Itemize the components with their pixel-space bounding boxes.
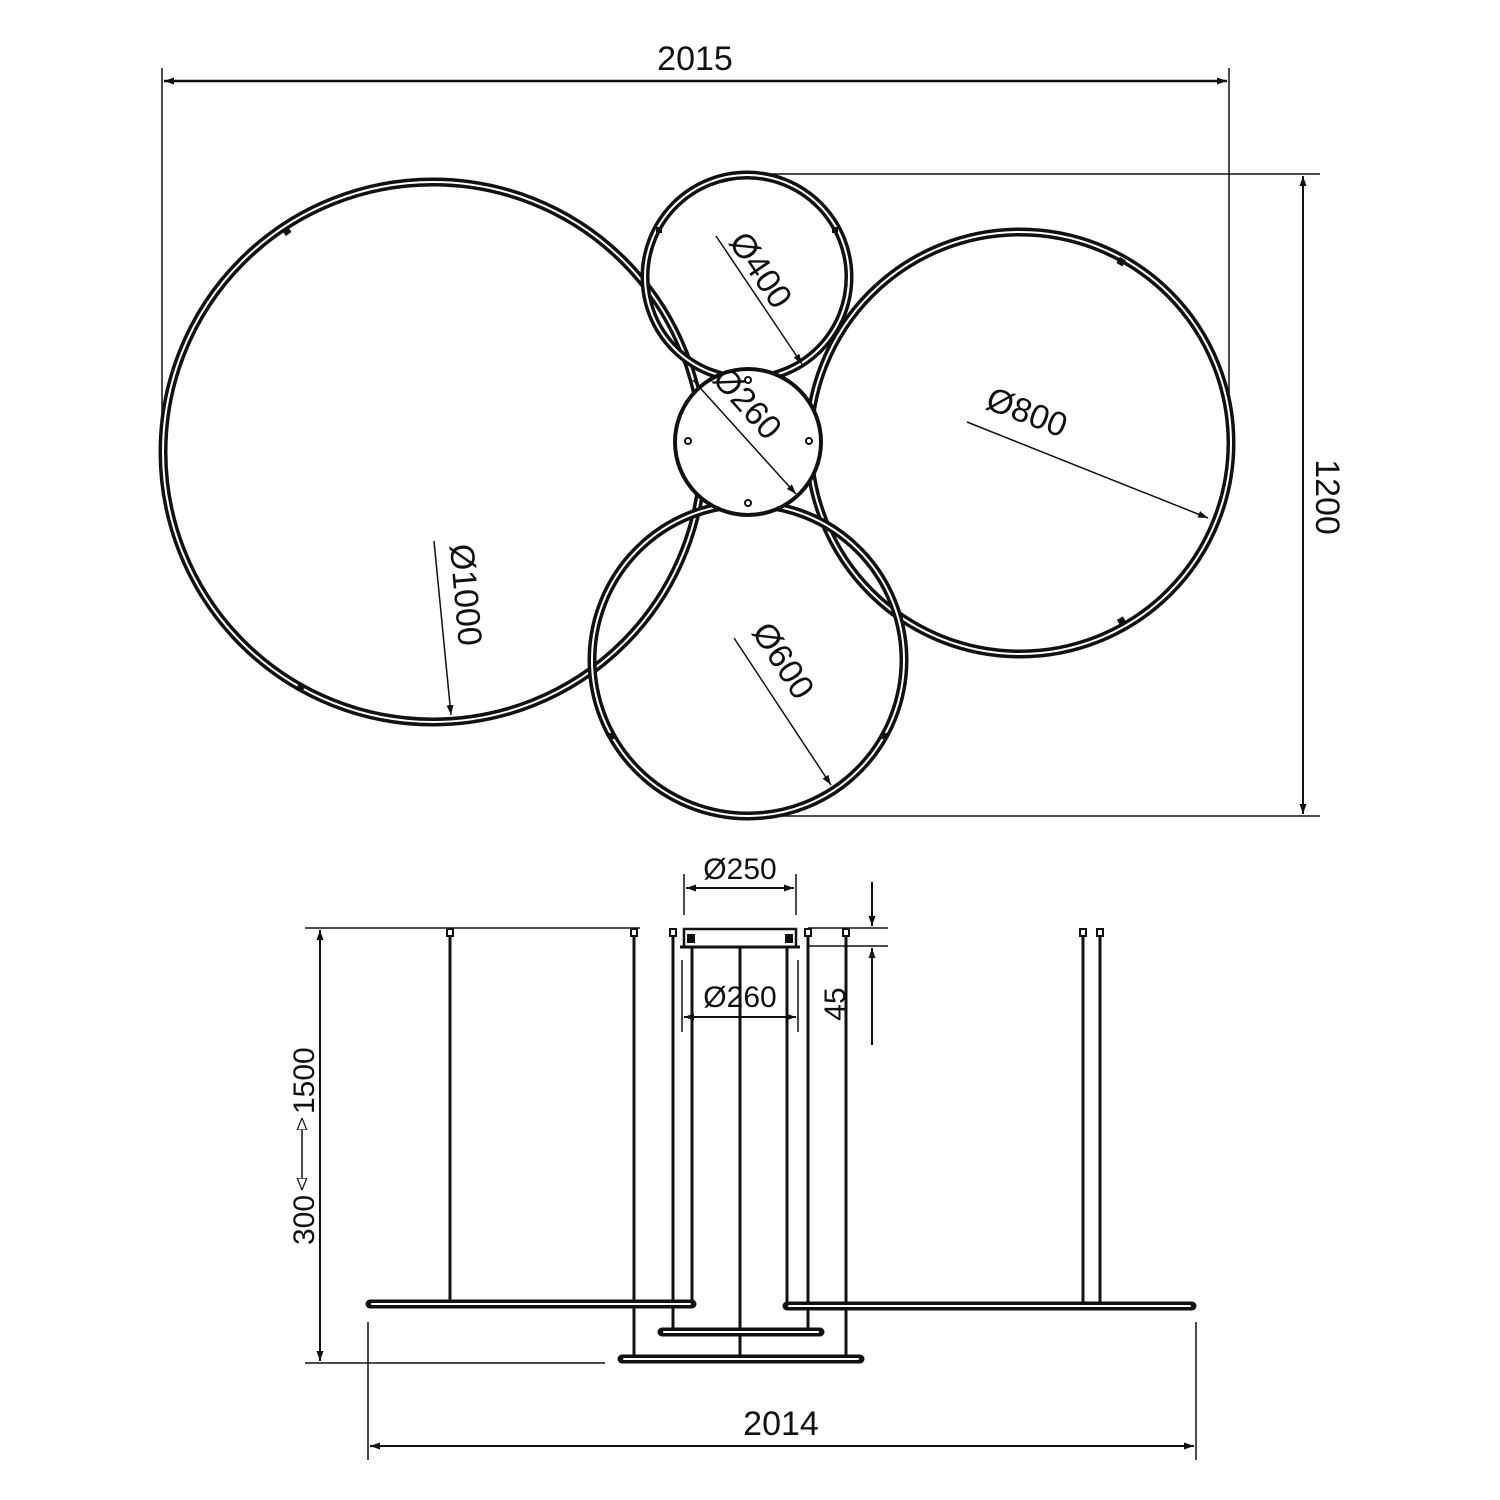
ring-1000-label: Ø1000 <box>442 542 489 647</box>
canopy-top <box>673 367 823 517</box>
dim-canopy-250: Ø250 <box>683 853 797 915</box>
drop-min-label: 300 <box>288 1195 321 1245</box>
dim-ring-800: Ø800 <box>966 380 1209 519</box>
overall-height-label: 1200 <box>1308 459 1346 535</box>
width-dimension-side: 2014 <box>367 1322 1197 1460</box>
suspension-cables <box>446 928 1104 1356</box>
dim-drop-range: 300 1500 <box>288 930 605 1364</box>
overall-width-side-label: 2014 <box>743 1405 819 1443</box>
top-view: 2015 1200 <box>158 40 1346 821</box>
width-dimension-top: 2015 <box>161 40 1230 440</box>
side-view: Ø250 Ø260 45 <box>288 853 1197 1460</box>
ring-bars-side <box>365 1299 1197 1364</box>
ring-400-label: Ø400 <box>721 225 799 315</box>
overall-width-label: 2015 <box>657 40 733 78</box>
ring-600-label: Ø600 <box>744 616 821 706</box>
dim-ring-600: Ø600 <box>733 616 832 786</box>
dim-ring-1000: Ø1000 <box>433 540 489 716</box>
height-dimension-top: 1200 <box>750 173 1346 817</box>
canopy-side <box>680 927 800 949</box>
ring-1000 <box>158 177 708 727</box>
drop-max-label: 1500 <box>288 1047 321 1114</box>
dim-ring-400: Ø400 <box>715 225 803 365</box>
ring-800-label: Ø800 <box>981 380 1072 445</box>
canopy-width-label: Ø250 <box>703 853 776 886</box>
